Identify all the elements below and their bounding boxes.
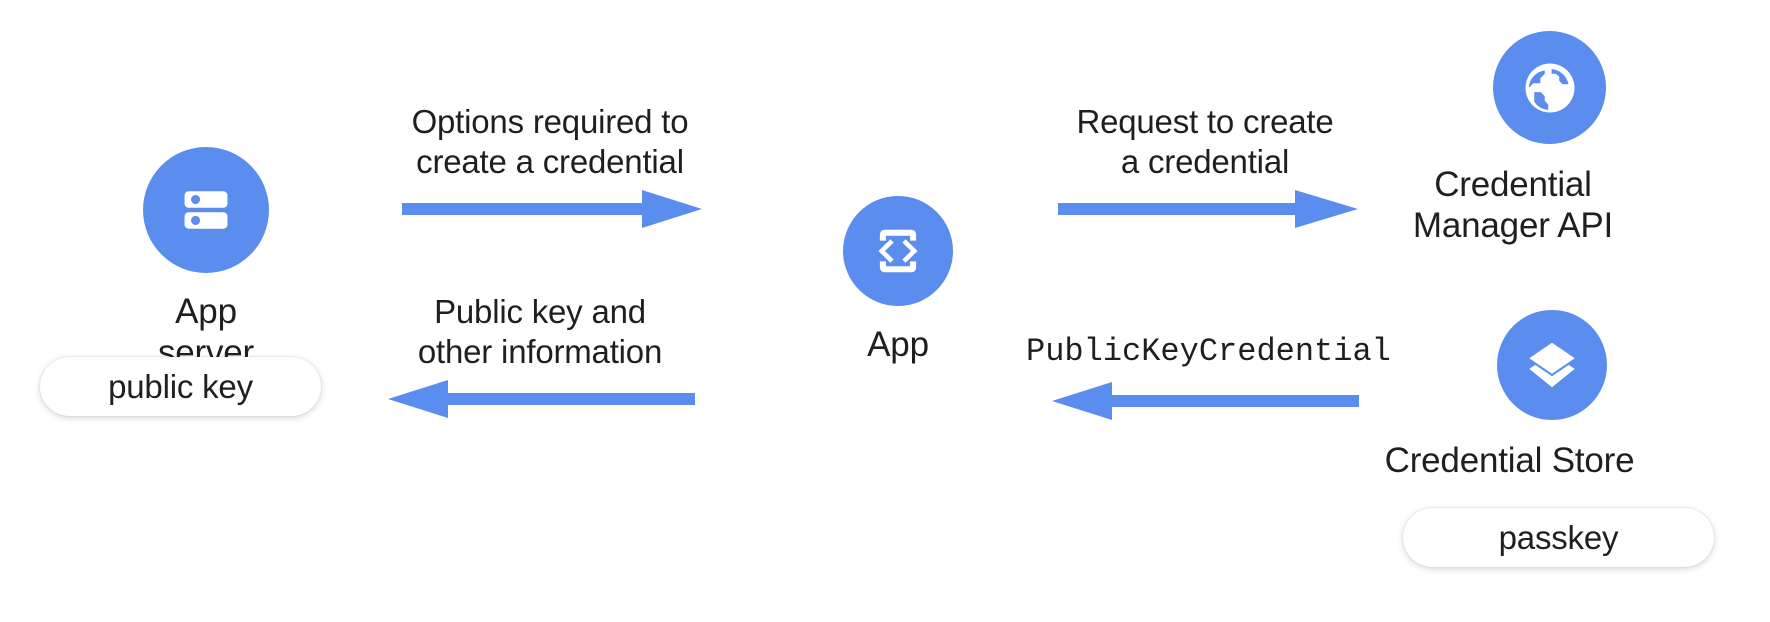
arrow-right-shape [1058,190,1358,228]
arrow-left-shape [1052,382,1359,420]
node-app: App [843,196,953,365]
arrow-request-to-create-caption: Request to create a credential [1076,103,1334,180]
arrow-request-to-create: Request to create a credential [1040,102,1370,230]
arrow-public-key-credential: PublicKeyCredential [1026,332,1391,422]
pill-public-key: public key [40,357,321,416]
layers-icon [1529,342,1575,388]
arrow-public-key-credential-caption: PublicKeyCredential [1026,333,1391,370]
server-icon [184,191,228,229]
app-server-circle [143,147,269,273]
arrow-right-shape [402,190,702,228]
credential-store-label: Credential Store [1384,441,1635,480]
arrow-public-key-and-other-information-caption: Public key and other information [417,293,663,370]
arrow-options-required: Options required to create a credential [390,102,710,230]
globe-icon [1525,63,1574,112]
credential-manager-api-label: Credential Manager API [1412,165,1614,245]
arrow-options-required-caption: Options required to create a credential [411,103,689,180]
pill-passkey: passkey [1403,508,1714,567]
node-app-server: App server [143,147,269,373]
credential-manager-api-circle [1493,31,1606,144]
app-circle [843,196,953,306]
app-label: App [867,325,929,364]
app-code-phone-icon [878,229,918,273]
arrow-left-shape [388,380,695,418]
node-credential-manager-api: Credential Manager API [1413,31,1613,246]
arrow-public-key-and-other-information: Public key and other information [380,292,700,420]
node-credential-store: Credential Store [1385,310,1635,481]
credential-store-circle [1497,310,1607,420]
